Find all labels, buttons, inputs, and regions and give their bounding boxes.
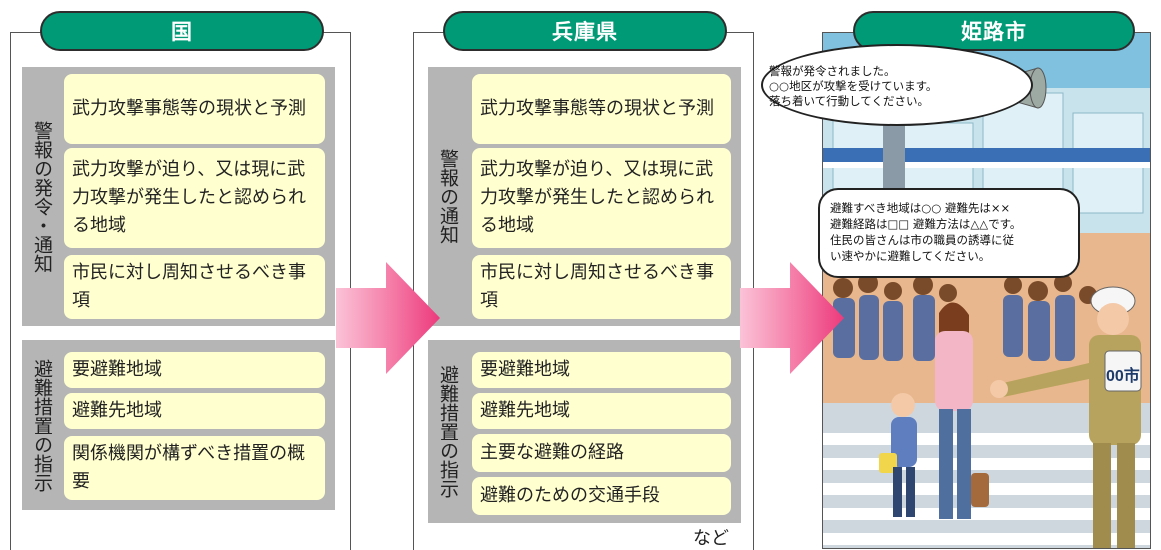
hyogo-alert-item-3: 市民に対し周知させるべき事項 bbox=[472, 255, 731, 319]
hyogo-evac-label: 避難措置の指示 bbox=[437, 365, 459, 498]
kuni-evac-item-1: 要避難地域 bbox=[64, 352, 325, 388]
official-armband-text: 00市 bbox=[1106, 368, 1140, 385]
flow-arrow-2 bbox=[740, 262, 844, 374]
hyogo-alert-label: 警報の通知 bbox=[437, 149, 459, 244]
hyogo-evac-item-3: 主要な避難の経路 bbox=[472, 434, 731, 472]
speech-bubble-evacuation: 避難すべき地域は○○ 避難先は×× 避難経路は□□ 避難方法は△△です。 住民の… bbox=[818, 188, 1080, 278]
hyogo-evac-group: 避難措置の指示 要避難地域 避難先地域 主要な避難の経路 避難のための交通手段 bbox=[428, 340, 741, 523]
kuni-alert-label: 警報の発令・通知 bbox=[31, 120, 53, 273]
kuni-alert-item-2: 武力攻撃が迫り、又は現に武力攻撃が発生したと認められる地域 bbox=[64, 148, 325, 248]
kuni-evac-item-2: 避難先地域 bbox=[64, 393, 325, 429]
hyogo-evac-item-2: 避難先地域 bbox=[472, 393, 731, 429]
kuni-evac-item-3: 関係機関が構ずべき措置の概要 bbox=[64, 436, 325, 500]
alert-bubble-text: 警報が発令されました。 ○○地区が攻撃を受けています。 落ち着いて行動してくださ… bbox=[769, 64, 1029, 109]
flow-arrow-1 bbox=[336, 262, 440, 374]
tab-himeji-label: 姫路市 bbox=[961, 20, 1027, 44]
hyogo-footnote: など bbox=[693, 528, 729, 549]
tab-hyogo: 兵庫県 bbox=[443, 11, 727, 51]
hyogo-alert-group: 警報の通知 武力攻撃事態等の現状と予測 武力攻撃が迫り、又は現に武力攻撃が発生し… bbox=[428, 67, 741, 326]
tab-hyogo-label: 兵庫県 bbox=[552, 20, 618, 44]
hyogo-alert-item-2: 武力攻撃が迫り、又は現に武力攻撃が発生したと認められる地域 bbox=[472, 148, 731, 248]
evac-bubble-text: 避難すべき地域は○○ 避難先は×× 避難経路は□□ 避難方法は△△です。 住民の… bbox=[830, 200, 1075, 264]
evac-line-2: 避難経路は□□ 避難方法は△△です。 bbox=[830, 217, 1022, 231]
kuni-alert-item-3: 市民に対し周知させるべき事項 bbox=[64, 255, 325, 319]
evac-line-4: い速やかに避難してください。 bbox=[830, 249, 991, 263]
kuni-evac-group: 避難措置の指示 要避難地域 避難先地域 関係機関が構ずべき措置の概要 bbox=[22, 340, 335, 510]
kuni-alert-item-1: 武力攻撃事態等の現状と予測 bbox=[64, 74, 325, 144]
speech-bubble-alert: 警報が発令されました。 ○○地区が攻撃を受けています。 落ち着いて行動してくださ… bbox=[761, 44, 1033, 126]
hyogo-alert-item-1: 武力攻撃事態等の現状と予測 bbox=[472, 74, 731, 144]
kuni-alert-group: 警報の発令・通知 武力攻撃事態等の現状と予測 武力攻撃が迫り、又は現に武力攻撃が… bbox=[22, 67, 335, 326]
tab-kuni: 国 bbox=[40, 11, 324, 51]
hyogo-evac-item-4: 避難のための交通手段 bbox=[472, 477, 731, 515]
evac-line-1: 避難すべき地域は○○ 避難先は×× bbox=[830, 201, 1011, 215]
tab-kuni-label: 国 bbox=[171, 20, 193, 44]
alert-line-2: ○○地区が攻撃を受けています。 bbox=[769, 79, 938, 93]
kuni-evac-label: 避難措置の指示 bbox=[31, 358, 53, 492]
alert-line-3: 落ち着いて行動してください。 bbox=[769, 94, 929, 108]
alert-line-1: 警報が発令されました。 bbox=[769, 64, 896, 78]
hyogo-evac-item-1: 要避難地域 bbox=[472, 352, 731, 388]
evac-line-3: 住民の皆さんは市の職員の誘導に従 bbox=[830, 233, 1014, 247]
